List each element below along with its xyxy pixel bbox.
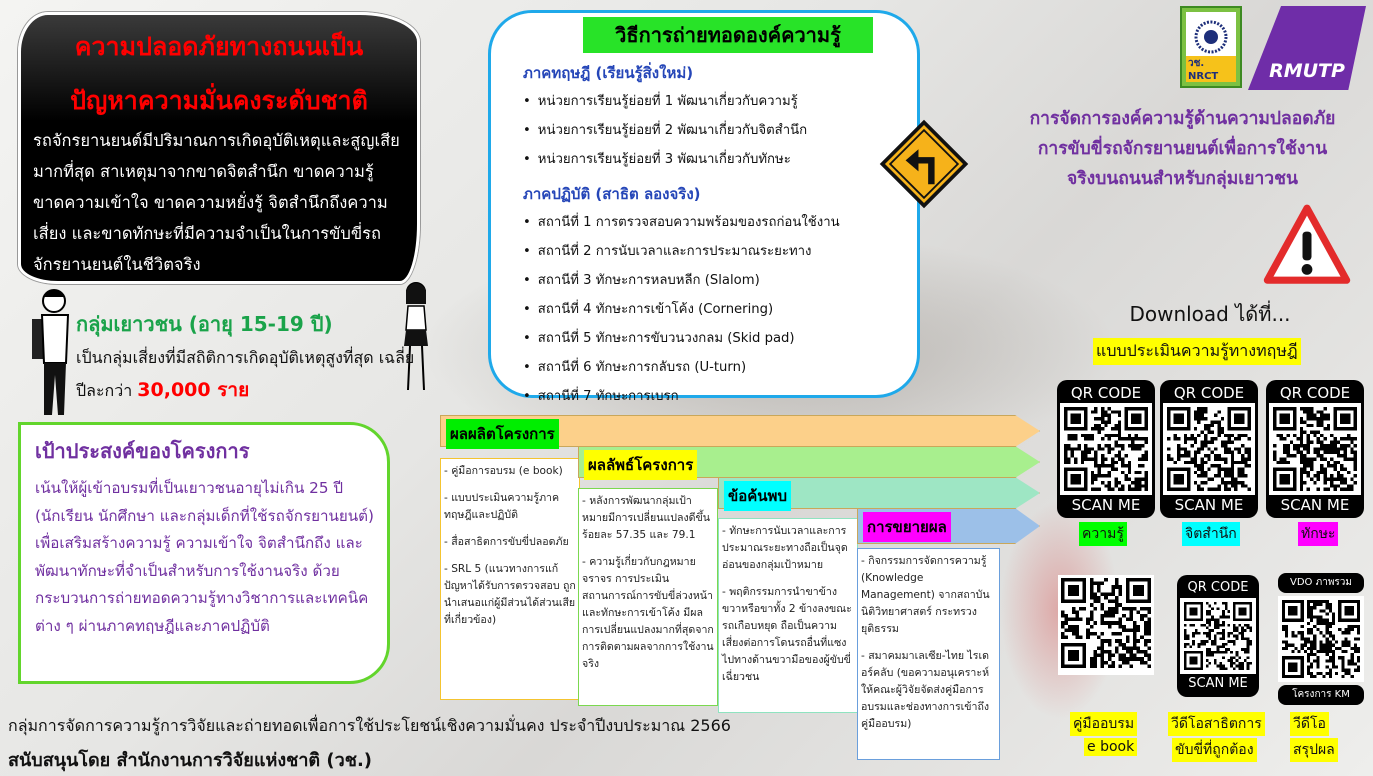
qr-code-1[interactable]: QR CODE SCAN ME: [1057, 380, 1155, 518]
practice-list: สถานีที่ 1 การตรวจสอบความพร้อมของรถก่อนใ…: [523, 208, 907, 411]
problem-panel: ความปลอดภัยทางถนนเป็น ปัญหาความมั่นคงระด…: [18, 12, 420, 284]
qr-label: e book: [1084, 738, 1138, 756]
result-title: ข้อค้นพบ: [724, 481, 791, 511]
qr-top-label: VDO ภาพรวม: [1278, 573, 1364, 593]
result-column: - หลังการพัฒนากลุ่มเป้าหมายมีการเปลี่ยนแ…: [578, 488, 718, 706]
qr-bottom-label: SCAN ME: [1174, 496, 1244, 514]
problem-body: รถจักรยานยนต์มีปริมาณการเกิดอุบัติเหตุแล…: [33, 131, 400, 274]
download-title: Download ได้ที่...: [1129, 302, 1291, 326]
project-title: การจัดการองค์ความรู้ด้านความปลอดภัย การข…: [995, 104, 1370, 194]
nrct-logo: วช. NRCT: [1180, 6, 1242, 88]
qr-label: จิตสำนึก: [1182, 522, 1240, 546]
result-column: - กิจกรรมการจัดการความรู้ (Knowledge Man…: [857, 548, 1000, 760]
qr-bottom-label: โครงการ KM: [1278, 685, 1364, 705]
student-girl-illustration: [404, 282, 428, 391]
theory-title: ภาคทฤษฎี (เรียนรู้สิ่งใหม่): [523, 64, 694, 82]
qr-top-label: QR CODE: [1173, 384, 1245, 402]
practice-item: สถานีที่ 1 การตรวจสอบความพร้อมของรถก่อนใ…: [523, 208, 907, 237]
result-item: - กิจกรรมการจัดการความรู้ (Knowledge Man…: [861, 555, 990, 635]
quiz-label: แบบประเมินความรู้ทางทฤษฎี: [1093, 338, 1301, 365]
project-title-line: การขับขี่รถจักรยานยนต์เพื่อการใช้งาน: [1037, 139, 1328, 159]
qr-label: สรุปผล: [1290, 738, 1338, 762]
qr-bottom-label: SCAN ME: [1280, 496, 1350, 514]
result-title: ผลผลิตโครงการ: [446, 419, 559, 449]
practice-item: สถานีที่ 6 ทักษะการกลับรถ (U-turn): [523, 353, 907, 382]
qr-code-3[interactable]: QR CODE SCAN ME: [1266, 380, 1364, 518]
qr-top-label: QR CODE: [1070, 384, 1142, 402]
theory-item: หน่วยการเรียนรู้ย่อยที่ 1 พัฒนาเกี่ยวกับ…: [523, 87, 907, 116]
qr-top-label: QR CODE: [1279, 384, 1351, 402]
youth-body: เป็นกลุ่มเสี่ยงที่มีสถิติการเกิดอุบัติเห…: [76, 342, 416, 407]
result-title: การขยายผล: [863, 512, 951, 542]
student-boy-illustration: [32, 289, 70, 415]
theory-item: หน่วยการเรียนรู้ย่อยที่ 3 พัฒนาเกี่ยวกับ…: [523, 145, 907, 174]
qr-code-image: [1269, 403, 1361, 495]
practice-title: ภาคปฏิบัติ (สาธิต ลองจริง): [523, 185, 701, 203]
result-item: - SRL 5 (แนวทางการแก้ปัญหาได้รับการตรวจส…: [444, 563, 576, 626]
result-item: - สมาคมมาเลเซีย-ไทย ไรเดอร์คลับ (ขอความอ…: [861, 650, 990, 730]
nrct-seal-icon: [1194, 20, 1228, 54]
result-item: - ทักษะการนับเวลาและการประมาณระยะทางถือเ…: [722, 525, 848, 571]
qr-code-ebook[interactable]: [1058, 575, 1154, 675]
qr-label: ทักษะ: [1298, 522, 1339, 546]
result-column: - ทักษะการนับเวลาและการประมาณระยะทางถือเ…: [718, 518, 858, 713]
qr-bottom-label: SCAN ME: [1071, 496, 1141, 514]
qr-code-image: [1278, 596, 1364, 682]
practice-item: สถานีที่ 5 ทักษะการขับวนวงกลม (Skid pad): [523, 324, 907, 353]
practice-item: สถานีที่ 7 ทักษะการเบรก: [523, 382, 907, 411]
warning-icon: [1263, 204, 1351, 284]
qr-label: ความรู้: [1079, 522, 1127, 546]
theory-list: หน่วยการเรียนรู้ย่อยที่ 1 พัฒนาเกี่ยวกับ…: [523, 87, 907, 174]
qr-label: คู่มืออบรม: [1070, 712, 1138, 736]
practice-item: สถานีที่ 3 ทักษะการหลบหลีก (Slalom): [523, 266, 907, 295]
result-item: - คู่มือการอบรม (e book): [444, 465, 563, 477]
result-title: ผลลัพธ์โครงการ: [584, 450, 698, 480]
footer-group: กลุ่มการจัดการความรู้การวิจัยและถ่ายทอดเ…: [8, 716, 731, 735]
practice-item: สถานีที่ 2 การนับเวลาและการประมาณระยะทาง: [523, 237, 907, 266]
qr-label: ขับขี่ที่ถูกต้อง: [1172, 738, 1257, 762]
project-title-line: จริงบนถนนสำหรับกลุ่มเยาวชน: [1067, 169, 1298, 189]
result-column: - คู่มือการอบรม (e book) - แบบประเมินความ…: [440, 458, 580, 700]
qr-code-demo-video[interactable]: QR CODE SCAN ME: [1177, 575, 1259, 697]
qr-code-image: [1180, 598, 1256, 674]
problem-title-line2: ปัญหาความมั่นคงระดับชาติ: [70, 86, 368, 115]
qr-label: วีดีโอสาธิตการ: [1168, 712, 1265, 736]
result-item: - พฤติกรรมการนำขาข้างขวาหรือขาทั้ง 2 ข้า…: [722, 586, 852, 683]
knowledge-transfer-panel: วิธีการถ่ายทอดองค์ความรู้ ภาคทฤษฎี (เรีย…: [488, 10, 920, 404]
youth-description: เป็นกลุ่มเสี่ยงที่มีสถิติการเกิดอุบัติเห…: [76, 348, 415, 400]
footer-sponsor: สนับสนุนโดย สำนักงานการวิจัยแห่งชาติ (วช…: [8, 750, 373, 771]
qr-bottom-label: SCAN ME: [1188, 676, 1248, 691]
goal-body: เน้นให้ผู้เข้าอบรมที่เป็นเยาวชนอายุไม่เก…: [35, 479, 374, 635]
goal-panel: เป้าประสงค์ของโครงการ เน้นให้ผู้เข้าอบรม…: [18, 422, 390, 684]
transfer-title: วิธีการถ่ายทอดองค์ความรู้: [583, 17, 873, 53]
problem-title-line1: ความปลอดภัยทางถนนเป็น: [74, 32, 364, 61]
qr-label: วีดีโอ: [1290, 712, 1329, 736]
nrct-logo-text: วช. NRCT: [1186, 56, 1236, 82]
practice-item: สถานีที่ 4 ทักษะการเข้าโค้ง (Cornering): [523, 295, 907, 324]
goal-title: เป้าประสงค์ของโครงการ: [35, 439, 250, 463]
result-item: - หลังการพัฒนากลุ่มเป้าหมายมีการเปลี่ยนแ…: [582, 495, 711, 541]
youth-title: กลุ่มเยาวชน (อายุ 15-19 ปี): [76, 312, 333, 336]
qr-code-image: [1163, 403, 1255, 495]
theory-item: หน่วยการเรียนรู้ย่อยที่ 2 พัฒนาเกี่ยวกับ…: [523, 116, 907, 145]
result-item: - สื่อสาธิตการขับขี่ปลอดภัย: [444, 536, 569, 548]
result-item: - ความรู้เกี่ยวกับกฎหมายจราจร การประเมิน…: [582, 556, 714, 670]
result-item: - แบบประเมินความรู้ภาคทฤษฎีและปฏิบัติ: [444, 492, 560, 521]
project-title-line: การจัดการองค์ความรู้ด้านความปลอดภัย: [1029, 109, 1336, 129]
turn-left-sign-icon: [879, 119, 969, 209]
qr-code-2[interactable]: QR CODE SCAN ME: [1160, 380, 1258, 518]
qr-code-summary-video[interactable]: VDO ภาพรวมโครงการ KM: [1278, 573, 1364, 705]
qr-top-label: QR CODE: [1187, 580, 1249, 595]
rmutp-logo: RMUTP: [1248, 6, 1366, 90]
youth-statistic: 30,000 ราย: [137, 379, 250, 401]
qr-code-image: [1060, 403, 1152, 495]
